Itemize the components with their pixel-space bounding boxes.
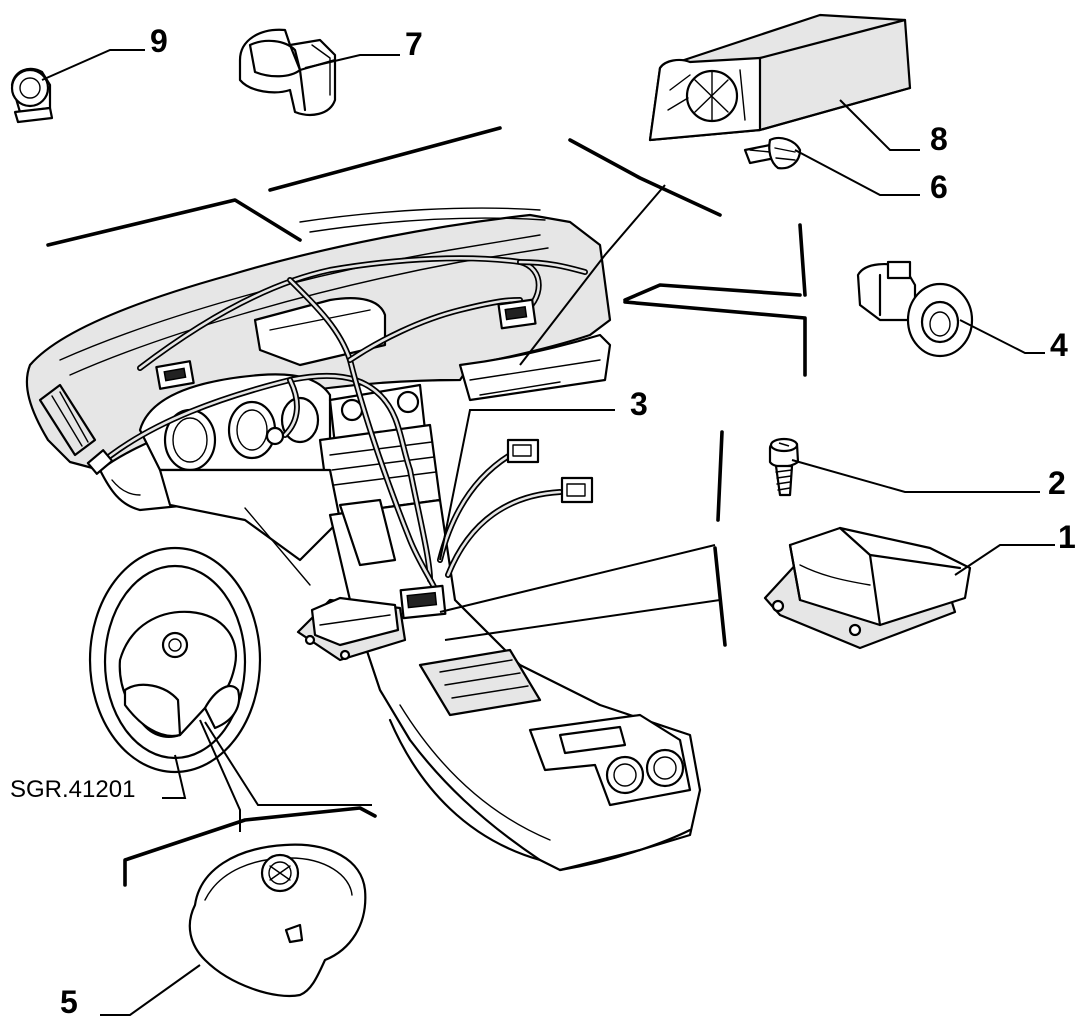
callout-4: 4 <box>1050 327 1068 363</box>
part-clip <box>238 28 337 116</box>
part-steering-airbag-module <box>188 843 367 997</box>
callout-6: 6 <box>930 169 948 205</box>
part-passenger-airbag-module <box>648 13 912 142</box>
diagram-reference-code: SGR.41201 <box>10 776 135 803</box>
callout-5: 5 <box>60 984 78 1020</box>
callout-9: 9 <box>150 23 168 59</box>
steering-wheel <box>88 546 262 774</box>
callout-7: 7 <box>405 26 423 62</box>
part-connector-plug <box>856 260 974 358</box>
callout-labels: 9 7 8 6 4 3 2 1 5 SGR.41201 <box>10 23 1076 1020</box>
part-sensor-plug <box>10 67 54 124</box>
callout-8: 8 <box>930 121 948 157</box>
leader-lines <box>41 49 1055 1016</box>
part-bolt <box>743 136 802 170</box>
callout-1: 1 <box>1058 519 1076 555</box>
part-screw <box>768 437 800 497</box>
callout-3: 3 <box>630 386 648 422</box>
part-control-unit <box>763 526 972 650</box>
section-lines <box>46 126 807 887</box>
wiring-harness <box>86 255 594 620</box>
center-console <box>328 498 702 872</box>
callout-2: 2 <box>1048 465 1066 501</box>
airbag-control-unit-installed <box>296 596 407 662</box>
